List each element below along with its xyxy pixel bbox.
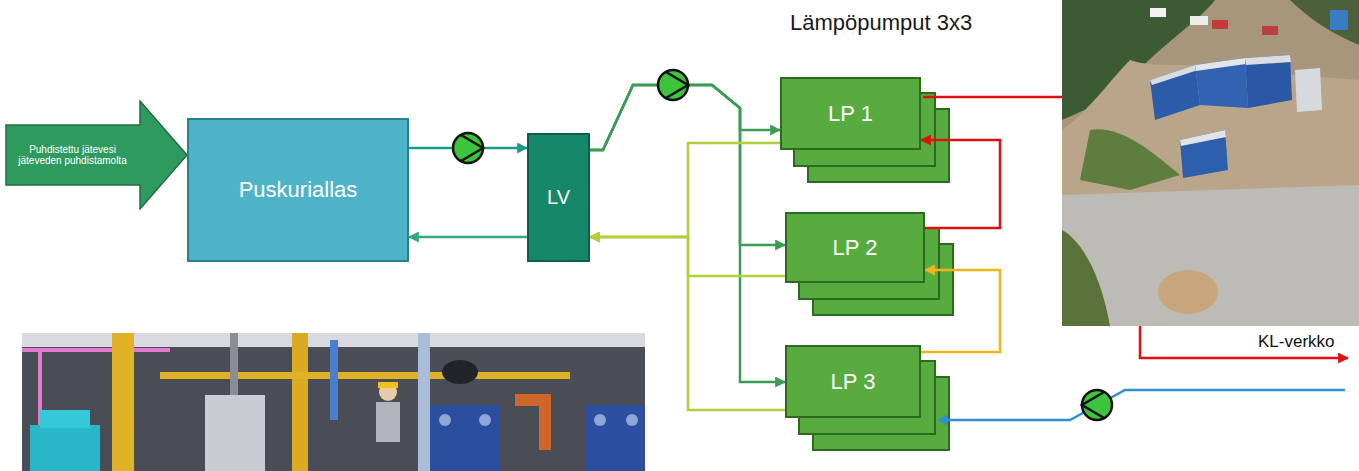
diagram-title: Lämpöpumput 3x3 xyxy=(790,10,972,36)
inflow-arrow: Puhdistettu jätevesi jäteveden puhdistam… xyxy=(5,100,188,210)
pipe-connector xyxy=(409,236,527,239)
box-label: LP 2 xyxy=(833,235,878,260)
site-photo xyxy=(1062,0,1359,326)
pump-symbol xyxy=(453,133,483,163)
text-holder: LP 2 xyxy=(787,214,923,281)
network-label: KL-verkko xyxy=(1256,332,1337,352)
plant-3d-render xyxy=(22,333,645,471)
arrow-outline xyxy=(6,101,187,209)
text-holder: Puhdistettu jätevesi jäteveden puhdistam… xyxy=(7,125,138,185)
box-label: LP 1 xyxy=(828,101,873,126)
process-box: LV xyxy=(527,133,590,262)
text-holder: LP 1 xyxy=(782,79,919,148)
pipe-connector xyxy=(921,140,1000,228)
text-holder: LP 3 xyxy=(787,347,919,416)
text-holder: LV xyxy=(529,135,588,260)
supply-pipe xyxy=(1140,326,1348,358)
process-box: Puskuriallas xyxy=(187,118,409,262)
supply-pipe xyxy=(923,96,1062,99)
box-label: LP 3 xyxy=(831,369,876,394)
pipe-connector xyxy=(921,270,1000,352)
box-label: Puskuriallas xyxy=(239,177,358,202)
return-pipe xyxy=(938,390,1345,420)
inflow-label: Puhdistettu jätevesi jäteveden puhdistam… xyxy=(7,144,138,167)
pipe-connector xyxy=(590,143,780,237)
process-box: LP 1 xyxy=(780,77,921,150)
process-box: LP 3 xyxy=(785,345,921,418)
pipe-connector xyxy=(590,85,785,245)
pipe-connector xyxy=(590,237,785,410)
text-holder: Puskuriallas xyxy=(189,120,407,260)
box-label: LV xyxy=(547,186,570,209)
containers xyxy=(1150,55,1322,178)
process-box: LP 2 xyxy=(785,212,925,283)
pump-symbol xyxy=(658,70,688,100)
pump-symbol xyxy=(1082,390,1112,420)
